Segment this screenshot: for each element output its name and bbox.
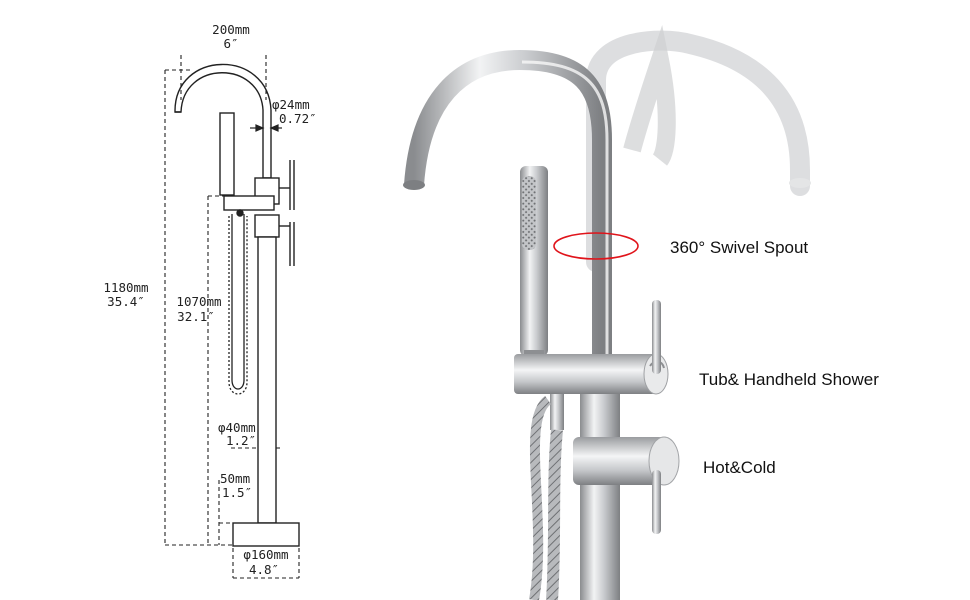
- technical-drawing: [174, 63, 300, 547]
- riser: [580, 394, 620, 600]
- main-spout: [404, 49, 612, 360]
- dimension-lines: [164, 55, 300, 579]
- dim-base-height-mm: 50mm: [220, 471, 250, 486]
- label-hot-cold: Hot&Cold: [703, 458, 776, 477]
- dim-pipe-diameter-in: 1.2″: [226, 433, 256, 448]
- drawing-hose: [231, 214, 245, 390]
- dim-base-diameter-in: 4.8″: [249, 562, 279, 577]
- dim-base-height-in: 1.5″: [222, 485, 252, 500]
- label-tub-handheld: Tub& Handheld Shower: [699, 370, 879, 389]
- drawing-handshower: [219, 112, 235, 196]
- dim-spout-diameter-in: 0.72″: [279, 111, 317, 126]
- dim-total-height-in: 35.4″: [107, 294, 145, 309]
- dim-spout-reach-in: 6″: [223, 36, 238, 51]
- dim-handle-height-mm: 1070mm: [176, 294, 221, 309]
- drawing-riser: [257, 236, 277, 524]
- diverter-body: [514, 354, 656, 394]
- dim-spout-reach-mm: 200mm: [212, 22, 250, 37]
- shower-hose: [546, 429, 563, 600]
- dim-pipe-diameter-mm: φ40mm: [218, 420, 256, 435]
- dimension-arrows: [250, 124, 282, 132]
- ghost-spout: [586, 30, 810, 272]
- label-swivel-spout: 360° Swivel Spout: [670, 238, 808, 257]
- swivel-indicator: [553, 232, 639, 260]
- mixer-lever: [652, 470, 661, 534]
- diverter-lever: [652, 300, 661, 374]
- dim-handle-height-in: 32.1″: [177, 309, 215, 324]
- drawing-base: [232, 522, 300, 547]
- dim-spout-diameter-mm: φ24mm: [272, 97, 310, 112]
- dim-total-height-mm: 1180mm: [103, 280, 148, 295]
- dim-base-diameter-mm: φ160mm: [243, 547, 288, 562]
- faucet-photo: [403, 24, 811, 600]
- mixer-body: [573, 437, 665, 485]
- drawing-spout: [174, 63, 272, 179]
- drawing-mixer-lower: [254, 214, 280, 238]
